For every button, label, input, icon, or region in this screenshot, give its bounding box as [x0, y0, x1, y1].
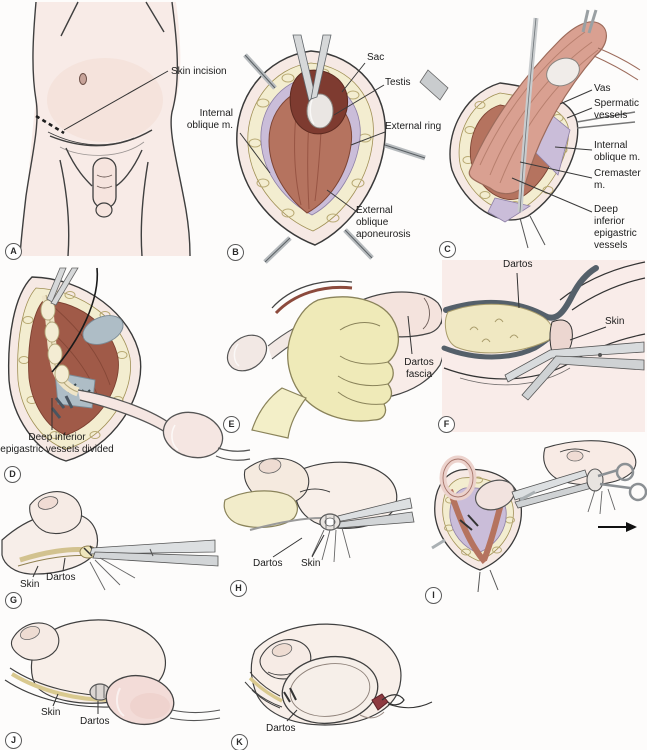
panel-g-letter: G: [5, 592, 22, 609]
panel-c-letter: C: [439, 241, 456, 258]
panel-j-letter: J: [5, 732, 22, 749]
panel-i-letter: I: [425, 587, 442, 604]
leaders-panel-j: [52, 693, 99, 714]
leaders-panel-b: [239, 62, 386, 213]
label-dartos-k: Dartos: [266, 723, 296, 734]
label-internal-oblique-c: Internal oblique m.: [594, 140, 641, 163]
label-dartos-j: Dartos: [80, 716, 110, 727]
panel-i-art: [431, 440, 647, 593]
panel-b-letter: B: [227, 244, 244, 261]
panel-d-letter: D: [4, 466, 21, 483]
panel-h-letter: H: [230, 580, 247, 597]
panel-k-letter: K: [231, 734, 248, 750]
label-dartos-fascia: Dartos fascia: [404, 357, 434, 380]
leaders-panel-h: [272, 534, 325, 558]
panel-j-art: [4, 619, 221, 726]
panel-d-art: [7, 267, 251, 462]
label-dartos-g: Dartos: [46, 572, 76, 583]
label-dartos-h: Dartos: [253, 558, 283, 569]
panel-g-art: [1, 491, 219, 591]
leader-dartos-k: [286, 709, 298, 722]
label-deep-inferior-epigastric: Deep inferior epigastric vessels: [594, 204, 637, 251]
label-skin-h: Skin: [301, 558, 321, 569]
panel-f-art: [441, 260, 646, 432]
panel-c-art: [419, 9, 641, 249]
right-arrow-icon: [598, 522, 637, 532]
label-skin-j: Skin: [41, 707, 61, 718]
panel-b-art: [236, 34, 426, 264]
panel-a-letter: A: [5, 243, 22, 260]
label-external-ring: External ring: [385, 121, 442, 132]
label-skin-incision: Skin incision: [171, 66, 227, 77]
panel-f-letter: F: [438, 416, 455, 433]
leader-skin-incision: [63, 70, 169, 131]
label-skin-f: Skin: [605, 316, 625, 327]
panel-a-art: [19, 1, 191, 257]
label-spermatic-vessels: Spermatic vessels: [594, 98, 640, 121]
label-vas: Vas: [594, 83, 611, 94]
label-skin-g: Skin: [20, 579, 40, 590]
label-external-oblique-aponeurosis: External oblique aponeurosis: [356, 205, 411, 240]
leader-dartos-fascia: [407, 315, 413, 355]
label-sac: Sac: [367, 52, 385, 63]
leaders-panel-g: [32, 557, 66, 578]
panel-h-art: [223, 457, 415, 563]
label-internal-oblique-b: Internal oblique m.: [186, 108, 233, 131]
panel-e-art: [226, 280, 446, 439]
label-cremaster: Cremaster m.: [594, 168, 641, 191]
panel-e-letter: E: [223, 416, 240, 433]
leaders-panel-c: [511, 89, 593, 213]
label-testis: Testis: [385, 77, 411, 88]
panel-k-art: [244, 623, 433, 726]
label-dartos-f: Dartos: [503, 259, 533, 270]
label-vessels-divided: Deep inferior epigastric vessels divided: [0, 432, 114, 455]
leaders-panel-f: [516, 272, 607, 341]
